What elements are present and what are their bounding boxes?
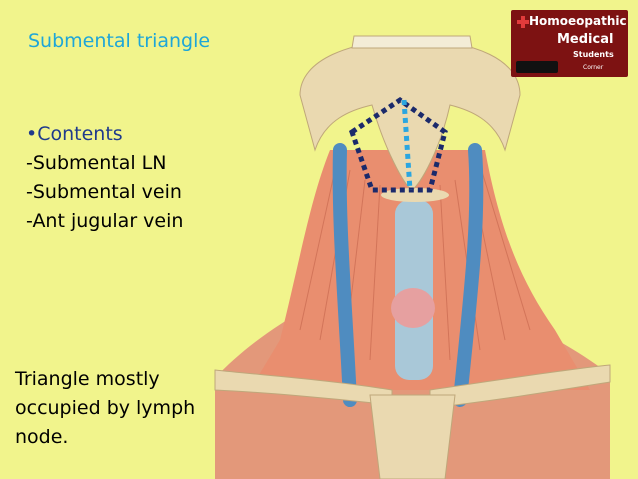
internal-jugular-vein-left: [332, 143, 357, 407]
contents-item: -Submental LN: [26, 152, 167, 174]
medical-cross-icon: [517, 16, 529, 28]
triangle-note: Triangle mostly occupied by lymph node.: [15, 365, 195, 452]
logo-line-3: Students: [573, 50, 614, 59]
play-store-badge-icon[interactable]: [516, 61, 558, 73]
contents-heading: •Contents: [26, 123, 123, 145]
note-line: node.: [15, 426, 69, 448]
contents-item: -Submental vein: [26, 181, 182, 203]
homoeopathic-medical-students-logo[interactable]: Homoeopathic Medical Students Corner: [511, 10, 628, 77]
clavicle-right: [429, 364, 611, 409]
note-line: Triangle mostly: [15, 368, 160, 390]
contents-item: -Ant jugular vein: [26, 210, 184, 232]
thyroid-gland: [391, 288, 435, 328]
midline-dotted: [401, 99, 413, 191]
note-line: occupied by lymph: [15, 397, 196, 419]
logo-line-1: Homoeopathic: [529, 14, 627, 28]
internal-jugular-vein-right: [453, 143, 484, 407]
submental-triangle-outline: [349, 96, 448, 193]
logo-line-4: Corner: [583, 64, 604, 71]
contents-list: •Contents -Submental LN -Submental vein …: [26, 120, 183, 236]
manubrium: [369, 394, 456, 479]
lower-teeth: [351, 35, 473, 49]
logo-line-2: Medical: [557, 32, 614, 47]
slide-title: Submental triangle: [28, 30, 211, 52]
